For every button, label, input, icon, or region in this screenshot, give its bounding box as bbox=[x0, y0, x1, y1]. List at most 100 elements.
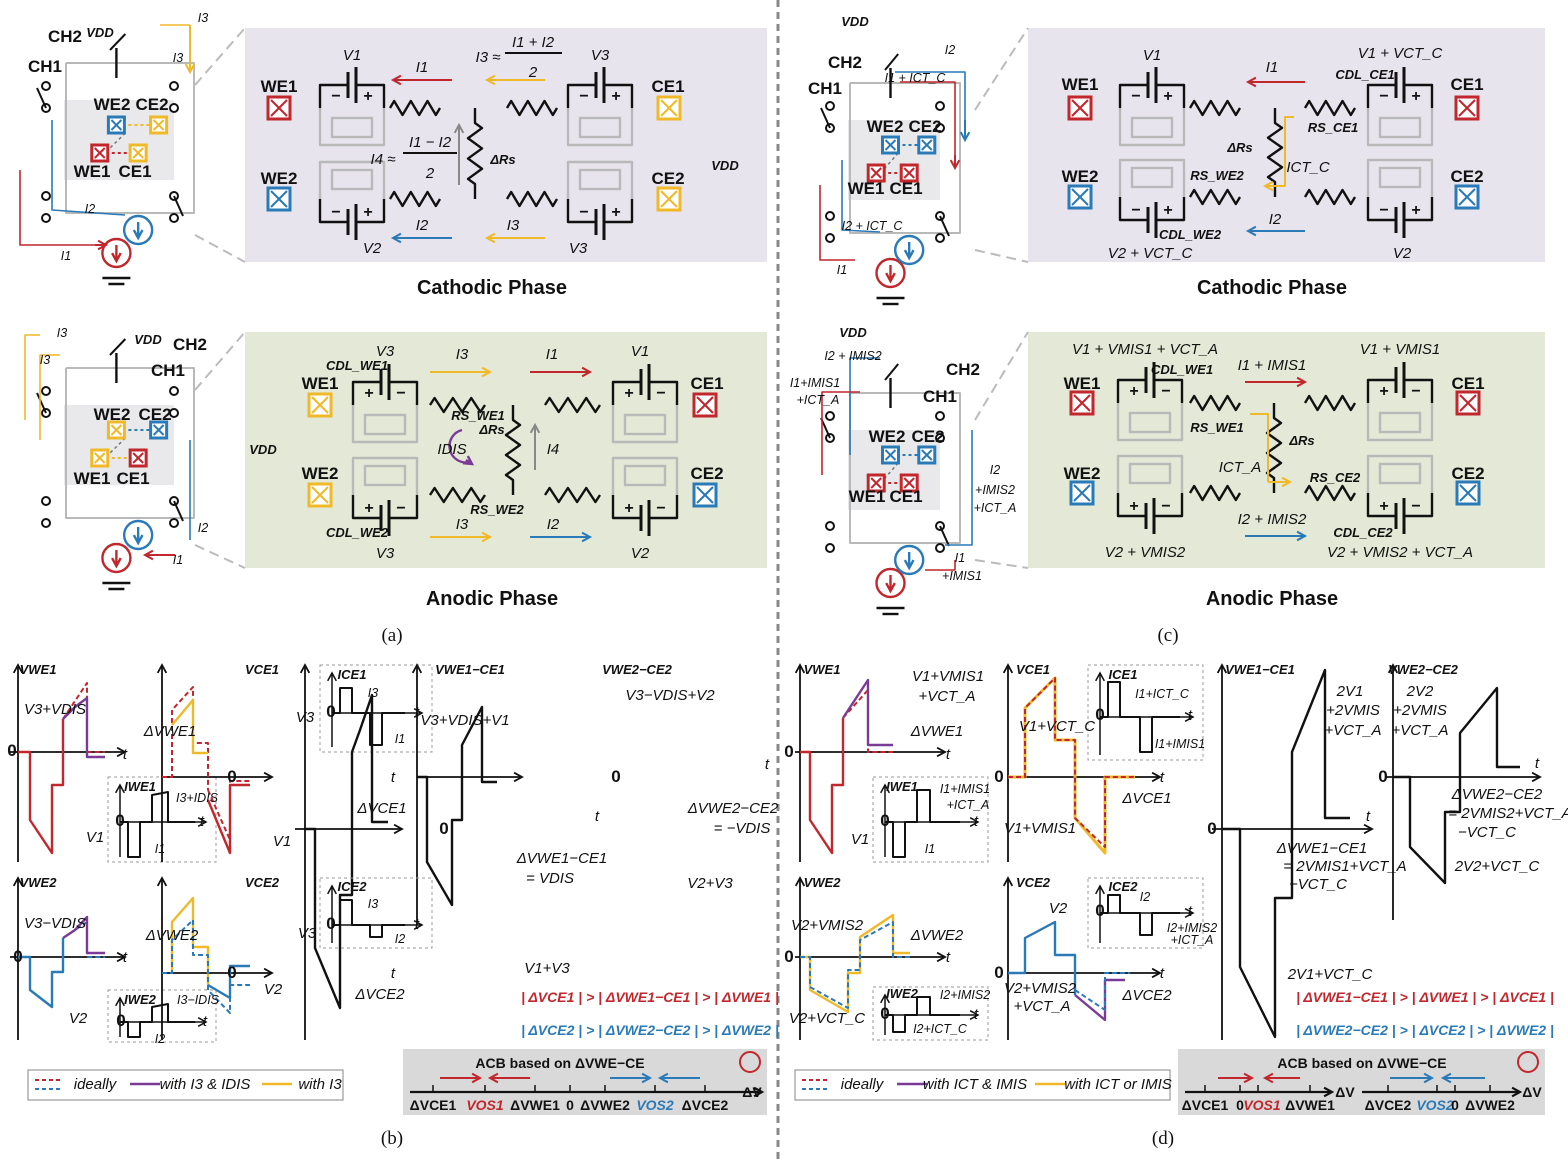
waveform-label: t bbox=[974, 813, 979, 830]
acb-axis-head bbox=[1511, 1086, 1523, 1098]
acb-axis-label: ΔV bbox=[1522, 1084, 1542, 1100]
circuit-label: I1 + IMIS1 bbox=[1238, 357, 1307, 374]
circuit-label: V3 bbox=[376, 545, 395, 562]
trace-i3 bbox=[171, 698, 208, 755]
waveform-label: 2V1+VCT_C bbox=[1287, 966, 1373, 983]
electrode-area bbox=[64, 405, 174, 485]
circuit-label: V1 bbox=[343, 47, 361, 64]
rc-branch bbox=[318, 160, 386, 199]
sad-face-icon bbox=[1517, 1051, 1539, 1073]
switch-terminal bbox=[41, 518, 51, 528]
polarity-sign: + bbox=[1379, 383, 1388, 400]
waveform-label: V1 bbox=[86, 829, 104, 846]
resistor-icon bbox=[1188, 394, 1242, 412]
acb-arrow-head bbox=[487, 1072, 499, 1084]
electrode-cross bbox=[1071, 99, 1089, 117]
circuit-label: I1 + I2 bbox=[512, 34, 555, 51]
polarity-sign: + bbox=[1411, 88, 1420, 105]
legend-label: ideally bbox=[841, 1076, 885, 1093]
inset-box bbox=[319, 877, 433, 949]
wire bbox=[1116, 378, 1146, 403]
rc-branch bbox=[318, 108, 386, 147]
electrode-cross bbox=[696, 486, 714, 504]
waveform-label: 2V1 bbox=[1336, 683, 1364, 700]
vdd-icon bbox=[109, 338, 127, 356]
impedance-box bbox=[578, 116, 622, 139]
current-pulse bbox=[1100, 894, 1180, 936]
trace-ideal bbox=[1008, 920, 1077, 995]
circuit-label: V1 + VMIS1 bbox=[1360, 341, 1440, 358]
circuit-label: WE2 bbox=[1064, 464, 1101, 483]
circuit-label: CE2 bbox=[690, 464, 723, 483]
current-arrow-head bbox=[481, 366, 493, 378]
ict-path bbox=[1284, 116, 1294, 186]
waveform-label: t bbox=[1366, 808, 1371, 825]
circuit-label: CDL_WE1 bbox=[326, 358, 388, 373]
waveform-label: 0 bbox=[784, 947, 793, 966]
current-arrow-head bbox=[1281, 476, 1293, 488]
resistor-icon bbox=[1188, 484, 1242, 502]
current-arrow-head bbox=[481, 531, 493, 543]
wire bbox=[611, 495, 641, 520]
impedance-box bbox=[330, 168, 374, 191]
circuit-label: VDD bbox=[249, 442, 277, 457]
current-source-arrow-head bbox=[132, 229, 144, 241]
waveform-label: I3−IDIS bbox=[177, 993, 220, 1007]
wire bbox=[1366, 83, 1396, 108]
y-axis-head bbox=[156, 876, 168, 887]
impedance-box bbox=[1128, 411, 1172, 434]
ch2-frame bbox=[65, 62, 195, 214]
current-source-arrow-head bbox=[903, 559, 915, 571]
polarity-sign: + bbox=[1163, 88, 1172, 105]
polarity-sign: − bbox=[1379, 202, 1388, 219]
polarity-sign: + bbox=[363, 204, 372, 221]
resistor-icon bbox=[388, 99, 442, 117]
circuit-label: WE1 bbox=[1064, 374, 1101, 393]
resistor-icon bbox=[1303, 394, 1357, 412]
wire bbox=[389, 380, 419, 405]
rc-branch bbox=[1366, 454, 1434, 493]
impedance-box bbox=[1378, 462, 1422, 485]
waveform-label: VCE1 bbox=[245, 662, 279, 677]
waveform-label: = 2VMIS1+VCT_A bbox=[1283, 858, 1406, 875]
waveform-label: V1+VMIS1 bbox=[912, 668, 984, 685]
acb-axis-label: ΔVWE1 bbox=[1285, 1097, 1335, 1113]
waveform-label: IWE2 bbox=[886, 986, 919, 1001]
circuit-label: ΔRs bbox=[489, 152, 515, 167]
schematic-label: CE1 bbox=[116, 469, 149, 488]
circuit-label: I2 + IMIS2 bbox=[1238, 511, 1307, 528]
waveform-label: V1+VCT_C bbox=[1019, 718, 1095, 735]
vdd-icon bbox=[884, 363, 899, 381]
wire bbox=[1118, 83, 1148, 108]
panel-label: (c) bbox=[1157, 625, 1178, 646]
waveform-label: I3+IDIS bbox=[176, 791, 219, 805]
schematic-label: I2 bbox=[990, 463, 1000, 477]
polarity-sign: − bbox=[656, 500, 665, 517]
y-axis-head bbox=[411, 663, 423, 674]
polarity-sign: − bbox=[1379, 88, 1388, 105]
switch-terminal bbox=[825, 101, 835, 111]
impedance-box bbox=[1378, 411, 1422, 434]
switch-icon bbox=[939, 215, 950, 237]
schematic-label: CH2 bbox=[48, 27, 82, 46]
y-axis-head bbox=[1002, 663, 1014, 674]
zoom-guide bbox=[194, 234, 246, 263]
waveform-label: V2 bbox=[1049, 900, 1068, 917]
inset-y-axis-head bbox=[327, 884, 337, 895]
waveform-label: 0 bbox=[1095, 705, 1104, 724]
waveform-label: 0 bbox=[994, 963, 1003, 982]
acb-axis-label: VOS2 bbox=[636, 1097, 674, 1113]
waveform-label: VWE1−CE1 bbox=[435, 662, 505, 677]
inset-x-axis-head bbox=[197, 1017, 208, 1027]
ch2-frame bbox=[849, 82, 961, 234]
schematic-label: CH1 bbox=[808, 79, 842, 98]
phase-title: Anodic Phase bbox=[426, 588, 558, 610]
switch-terminal bbox=[169, 408, 179, 418]
schematic-label: CH2 bbox=[828, 53, 862, 72]
schematic-label: WE2 bbox=[867, 117, 904, 136]
acb-axis-label: ΔV bbox=[742, 1084, 762, 1100]
phase-title: Anodic Phase bbox=[1206, 588, 1338, 610]
impedance-box bbox=[363, 413, 407, 436]
polarity-sign: − bbox=[331, 204, 340, 221]
waveform-label: V1+V3 bbox=[524, 960, 570, 977]
